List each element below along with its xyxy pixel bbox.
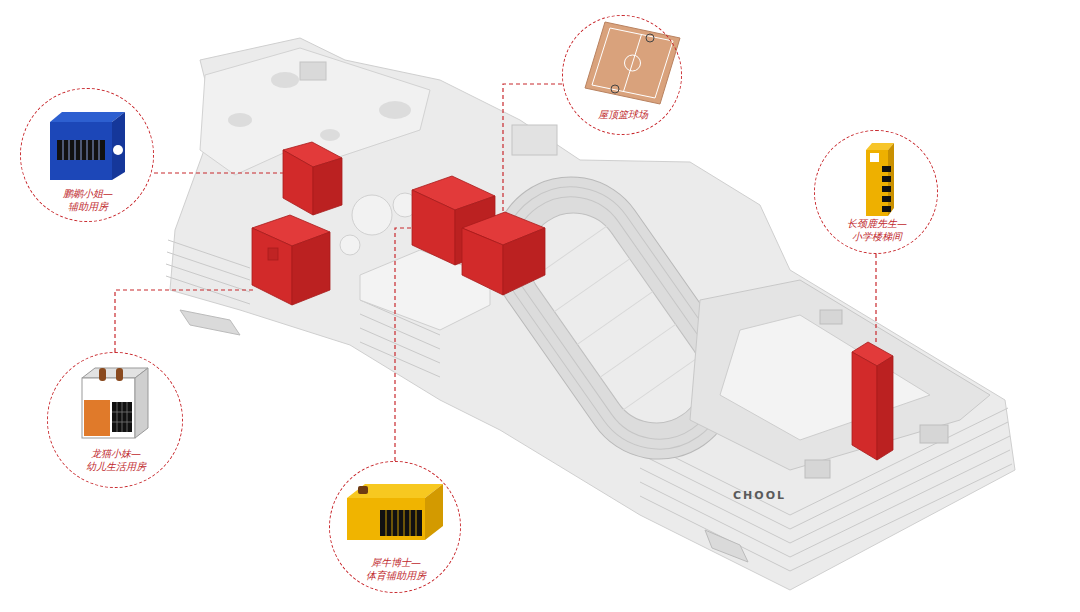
roof-box — [300, 62, 326, 80]
highlight-block — [252, 142, 893, 460]
callout-text: 鹏鹕小姐— 辅助用房 — [51, 187, 125, 213]
rhino-icon — [347, 484, 443, 540]
roof-box — [820, 310, 842, 324]
roof — [200, 48, 430, 175]
pelican-icon — [50, 112, 125, 180]
callout-circle: 龙猫小妹— 幼儿生活用房 — [47, 352, 183, 488]
callout-text: 龙猫小妹— 幼儿生活用房 — [79, 447, 153, 473]
callout-circle: 屋顶篮球场 — [562, 15, 682, 135]
court-icon — [585, 22, 680, 104]
roof-tree — [271, 72, 299, 88]
giraffe-icon — [866, 143, 894, 216]
roof-box — [805, 460, 830, 478]
roof — [690, 280, 990, 470]
courtyard — [340, 235, 360, 255]
callout-text: 长颈鹿先生— 小学楼梯间 — [840, 217, 914, 243]
building-mass — [170, 38, 1015, 590]
facade-lettering: CHOOL — [733, 489, 786, 502]
stair — [180, 310, 240, 335]
leader-line — [115, 84, 876, 461]
callout-circle: 鹏鹕小姐— 辅助用房 — [20, 88, 154, 222]
callout-circle: 长颈鹿先生— 小学楼梯间 — [814, 130, 938, 254]
callout-text: 犀牛博士— 体育辅助用房 — [359, 556, 433, 582]
courtyard — [352, 195, 392, 235]
callout-text: 屋顶篮球场 — [586, 108, 660, 121]
courtyard — [720, 315, 930, 440]
roof-tree — [320, 129, 340, 141]
callout-circle: 犀牛博士— 体育辅助用房 — [329, 461, 461, 593]
roof-box — [920, 425, 948, 443]
roof-tree — [379, 101, 411, 119]
roof-tree — [228, 113, 252, 127]
stair — [705, 530, 748, 562]
roof-box — [512, 125, 557, 155]
totoro-icon — [82, 368, 148, 438]
